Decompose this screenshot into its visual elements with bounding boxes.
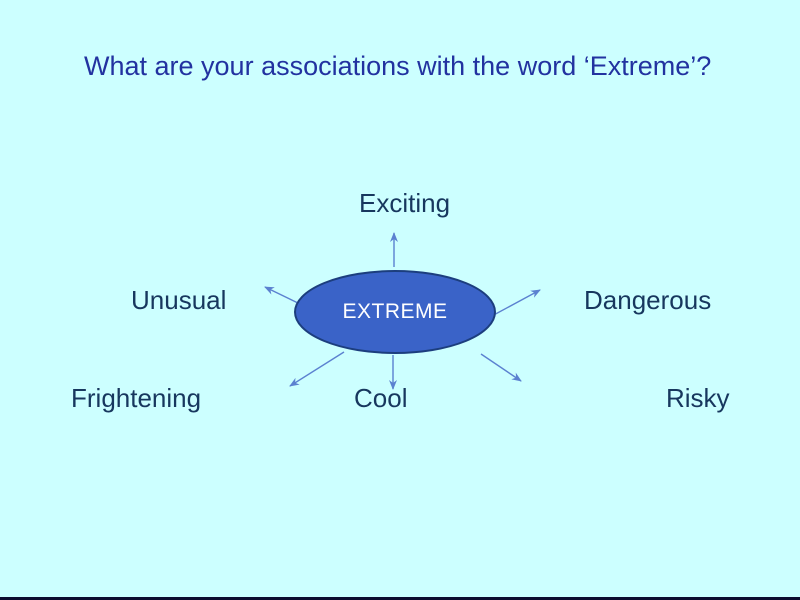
arrow-risky xyxy=(480,353,522,382)
node-label-unusual: Unusual xyxy=(131,285,227,315)
arrow-dangerous xyxy=(489,289,541,318)
node-label-dangerous: Dangerous xyxy=(584,285,712,315)
arrow-unusual xyxy=(264,286,301,305)
slide-title: What are your associations with the word… xyxy=(84,51,712,81)
center-ellipse xyxy=(294,270,496,354)
center-node-label: EXTREME xyxy=(342,300,448,323)
bottom-edge-bar xyxy=(0,597,800,600)
node-label-cool: Cool xyxy=(354,383,408,413)
node-label-risky: Risky xyxy=(666,383,730,413)
arrow-frightening xyxy=(289,351,345,387)
node-label-frightening: Frightening xyxy=(71,383,202,413)
node-label-exciting: Exciting xyxy=(359,188,451,218)
